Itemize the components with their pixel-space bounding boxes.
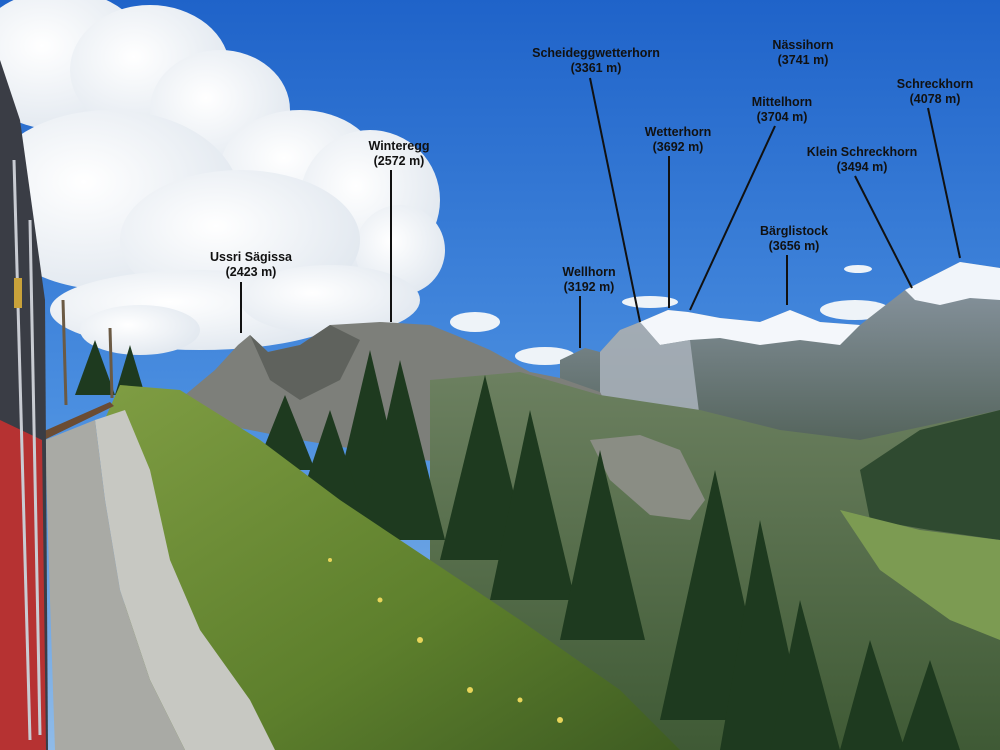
peak-elevation: (2572 m) — [373, 154, 425, 168]
rail-track — [42, 402, 114, 440]
right-dark-slope — [860, 410, 1000, 540]
peak-name: Ussri Sägissa — [210, 250, 292, 264]
meadow-slope — [100, 385, 680, 750]
peak-name: Wetterhorn — [644, 125, 712, 139]
leader-mittelhorn — [689, 125, 776, 311]
label-naessihorn: Nässihorn (3741 m) — [772, 38, 833, 68]
peak-name: Bärglistock — [759, 224, 829, 238]
peak-elevation: (3692 m) — [652, 140, 704, 154]
valley-floor — [840, 510, 1000, 640]
peak-elevation: (3192 m) — [563, 280, 615, 294]
label-schreckhorn: Schreckhorn (4078 m) — [897, 77, 973, 107]
train-door-latch — [14, 278, 22, 308]
peak-name: Wellhorn — [562, 265, 616, 279]
leader-schreckhorn — [927, 107, 961, 259]
peak-name: Nässihorn — [772, 38, 834, 52]
rocky-outcrop — [590, 435, 705, 520]
peak-elevation: (2423 m) — [225, 265, 277, 279]
label-wetterhorn: Wetterhorn (3692 m) — [645, 125, 711, 155]
peak-name: Schreckhorn — [896, 77, 974, 91]
peak-elevation: (3494 m) — [836, 160, 888, 174]
leader-scheideggwetterhorn — [589, 77, 641, 323]
label-mittelhorn: Mittelhorn (3704 m) — [752, 95, 812, 125]
schreckhorn-snow — [905, 262, 1000, 305]
peak-name: Klein Schreckhorn — [806, 145, 918, 159]
label-baerglistock: Bärglistock (3656 m) — [760, 224, 828, 254]
label-ussri-saegissa: Ussri Sägissa (2423 m) — [210, 250, 292, 280]
leader-lines — [240, 77, 961, 348]
cliff-shadows — [250, 325, 360, 400]
peak-elevation: (4078 m) — [909, 92, 961, 106]
meadow-flowers — [328, 558, 563, 723]
label-winteregg: Winteregg (2572 m) — [369, 139, 430, 169]
peak-elevation: (3741 m) — [777, 53, 829, 67]
gravel-track-bed — [45, 420, 185, 750]
peak-name: Mittelhorn — [751, 95, 813, 109]
peak-elevation: (3361 m) — [570, 61, 622, 75]
peak-name: Winteregg — [368, 139, 430, 153]
train-window-bars — [12, 159, 42, 741]
leader-klein-schreckhorn — [854, 175, 913, 289]
stone-retaining-wall — [95, 410, 275, 750]
catenary-poles — [61, 299, 114, 406]
peak-elevation: (3656 m) — [768, 239, 820, 253]
peak-elevation: (3704 m) — [756, 110, 808, 124]
cumulus-cloud — [0, 0, 445, 355]
snowfield — [640, 310, 860, 345]
label-klein-schreckhorn: Klein Schreckhorn (3494 m) — [807, 145, 917, 175]
label-wellhorn: Wellhorn (3192 m) — [562, 265, 615, 295]
peak-name: Scheideggwetterhorn — [532, 46, 660, 60]
label-scheideggwetterhorn: Scheideggwetterhorn (3361 m) — [532, 46, 660, 76]
